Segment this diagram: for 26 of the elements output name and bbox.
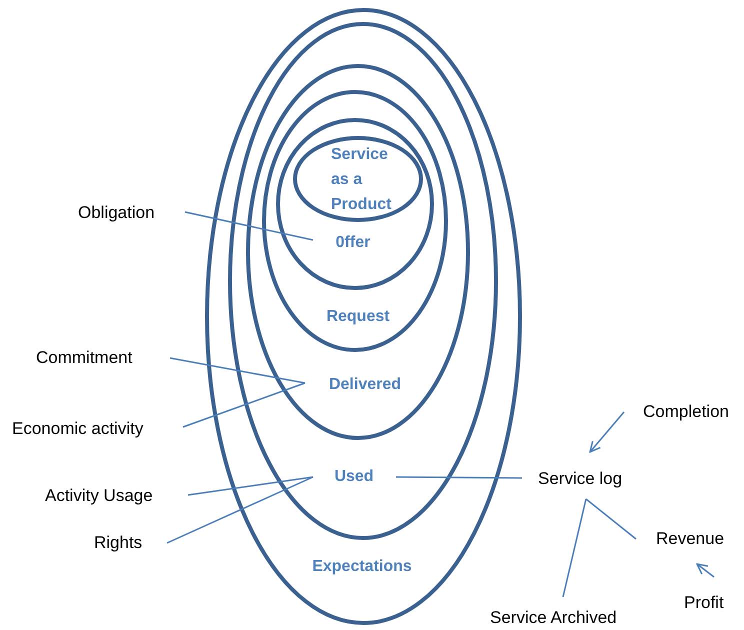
term-label: Service Archived (490, 608, 617, 628)
term-label: Profit (684, 593, 724, 613)
leader-line (184, 211, 314, 241)
ring-label: Service as a Product (331, 145, 392, 215)
arrow (589, 412, 625, 453)
leader-line (170, 357, 306, 384)
leader-line (562, 498, 587, 598)
term-label: Completion (643, 402, 729, 422)
leader-line (188, 476, 314, 496)
leader-line (396, 476, 522, 479)
ring-label: Delivered (328, 376, 402, 394)
leader-line (586, 498, 636, 540)
ring-label: Request (326, 308, 390, 326)
term-label: Service log (538, 469, 622, 489)
term-label: Commitment (36, 348, 132, 368)
ring-label: Expectations (312, 558, 412, 576)
ring-label: 0ffer (336, 234, 370, 252)
term-label: Economic activity (12, 419, 144, 439)
leader-line (182, 382, 306, 428)
term-label: Activity Usage (45, 486, 153, 506)
ring-label: Used (334, 468, 374, 486)
term-label: Rights (94, 533, 142, 553)
leader-line (166, 476, 314, 544)
term-label: Revenue (656, 529, 724, 549)
term-label: Obligation (78, 203, 155, 223)
arrow (696, 563, 714, 578)
